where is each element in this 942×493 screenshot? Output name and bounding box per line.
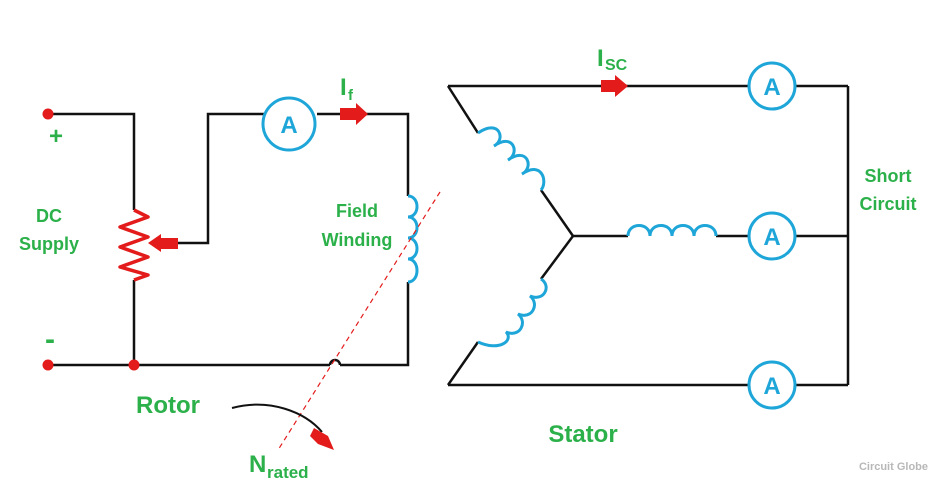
positive-sign: + — [49, 123, 63, 150]
star-leg-top-b — [539, 189, 575, 237]
rotor-label: Rotor — [136, 392, 200, 419]
short-circuit-current-arrow — [601, 75, 628, 97]
field-winding-label-line2: Winding — [322, 230, 393, 250]
negative-sign: - — [45, 323, 55, 356]
slider-wire — [176, 112, 265, 245]
star-leg-top-a — [446, 85, 480, 134]
field-ammeter-label: A — [280, 112, 297, 139]
field-current-label: I f — [340, 74, 354, 104]
stator-coil-bottom — [477, 277, 548, 348]
field-current-symbol: I — [340, 74, 347, 101]
field-ammeter-out-wire — [317, 112, 410, 196]
dc-positive-terminal — [42, 108, 54, 120]
stator-label: Stator — [548, 421, 617, 448]
stator-coil-middle — [626, 224, 718, 237]
rheostat-resistor — [118, 208, 150, 282]
rated-speed-symbol: N — [249, 451, 266, 478]
dc-supply-label-line2: Supply — [19, 234, 79, 254]
stator-ammeter-bottom-label: A — [763, 373, 780, 400]
stator-ammeter-middle: A — [747, 211, 797, 261]
field-current-subscript: f — [348, 87, 354, 104]
return-wire-right — [340, 282, 410, 367]
rheostat-slider-arrow — [148, 234, 178, 252]
rated-speed-label: N rated — [249, 451, 309, 482]
field-current-arrow — [340, 103, 368, 125]
field-ammeter: A — [261, 96, 317, 152]
rated-speed-subscript: rated — [267, 463, 309, 482]
junction-node — [128, 359, 140, 371]
star-leg-bottom-a — [539, 235, 575, 280]
short-circuit-label-line2: Circuit — [859, 194, 916, 214]
stator-ammeter-middle-label: A — [763, 224, 780, 251]
field-winding-coil — [407, 194, 419, 284]
short-circuit-current-subscript: SC — [605, 57, 628, 74]
star-leg-bottom-b — [446, 341, 480, 386]
stator-circuit — [446, 84, 850, 387]
dc-supply-label-line1: DC — [36, 206, 62, 226]
short-circuit-label-line1: Short — [865, 166, 912, 186]
rotation-curve — [231, 403, 323, 433]
field-winding-label-line1: Field — [336, 201, 378, 221]
stator-ammeter-top: A — [747, 61, 797, 111]
short-circuit-current-symbol: I — [597, 45, 604, 72]
rotation-arrow-head — [310, 428, 334, 450]
dc-positive-wire — [48, 112, 136, 210]
wire-crossover-hop — [328, 358, 342, 366]
stator-ammeter-bottom: A — [747, 360, 797, 410]
watermark-text: Circuit Globe — [859, 461, 928, 473]
dc-negative-terminal — [42, 359, 54, 371]
stator-coil-top — [477, 126, 546, 191]
stator-ammeter-top-label: A — [763, 74, 780, 101]
short-circuit-current-label: I SC — [597, 45, 628, 74]
rotor-axis-dashed-line — [277, 191, 441, 451]
